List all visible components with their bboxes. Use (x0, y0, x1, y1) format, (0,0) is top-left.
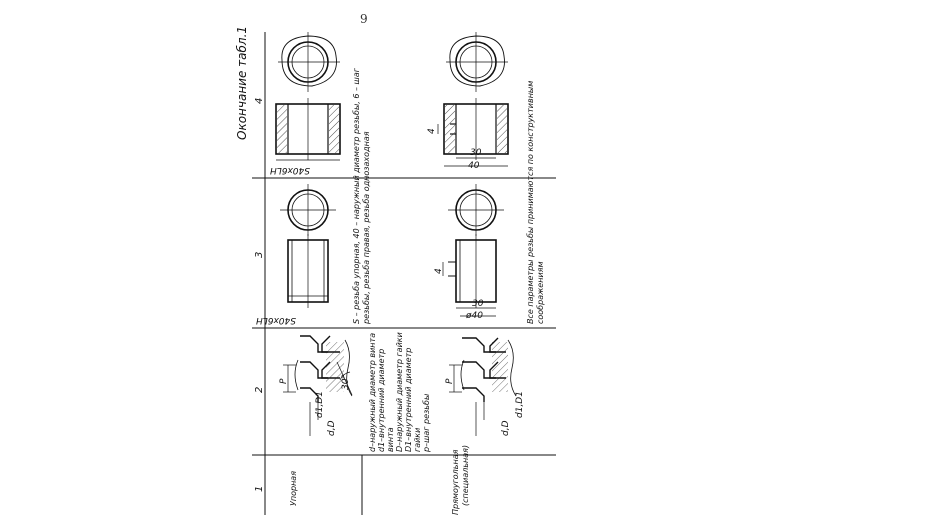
inner-dim-col3: 30 (472, 299, 484, 309)
screw-drawing-pryamougolnaya (442, 184, 504, 317)
row-upornaya: Упорная P 30° d1,D1 d,D d–наружный диаме… (256, 32, 431, 506)
column-number-1: 1 (254, 486, 265, 492)
row-pryamougolnaya: Прямоугольная (специальная) P d1,D1 d,D (427, 32, 545, 515)
row-name-upornaya: Упорная (289, 471, 298, 506)
note-line: Все параметры резьбы принимаются по конс… (526, 81, 535, 324)
angle-label-upornaya: 30° (341, 374, 351, 390)
rectangular-profile-hatch (492, 342, 508, 392)
legend-line: гайки (413, 428, 422, 452)
outer-diameter-label-pryamougolnaya: d,D (501, 420, 511, 436)
nut-hatch-left-2 (445, 105, 455, 153)
table-caption: Окончание табл.1 (235, 26, 249, 140)
page-number: 9 (360, 12, 368, 26)
column-number-3: 3 (254, 252, 265, 258)
height-dim-col4: 4 (427, 128, 437, 134)
pitch-label-upornaya: P (279, 378, 289, 384)
column-number-2: 2 (254, 387, 265, 393)
pitch-label-pryamougolnaya: P (445, 378, 455, 384)
inner-dim-col4: 30 (470, 148, 482, 158)
diameter-legend: d–наружный диаметр винта d1–внутренний д… (368, 332, 431, 453)
nut-drawing-upornaya (275, 32, 341, 161)
screw-drawing-upornaya (280, 184, 336, 308)
designation-col4: S40x6LH (270, 165, 310, 175)
note-line: S – резьба упорная, 40 – наружный диамет… (352, 67, 361, 324)
legend-line: p–шаг резьбы (422, 394, 431, 453)
column-number-4: 4 (254, 98, 265, 104)
height-dim-col3: 4 (434, 268, 444, 274)
buttress-profile-hatch (326, 342, 344, 392)
inner-diameter-label-upornaya: d1,D1 (315, 391, 325, 418)
outer-diameter-label-upornaya: d,D (327, 420, 337, 436)
outer-dim-col3: ø40 (465, 311, 483, 321)
row-name-pryamougolnaya-line2: (специальная) (461, 445, 470, 506)
legend-line: винта (386, 427, 395, 452)
nut-hatch-right (329, 105, 339, 153)
column-numbers: 4 3 2 1 (254, 98, 265, 492)
nut-hatch-right-2 (497, 105, 507, 153)
legend-line: D1–внутренний диаметр (404, 348, 413, 452)
outer-dim-col4: 40 (468, 161, 480, 171)
legend-line: d–наружный диаметр винта (368, 333, 377, 452)
table-grid (252, 32, 556, 515)
row-name-pryamougolnaya: Прямоугольная (451, 449, 460, 515)
note-line: резьбы, резьба правая, резьба однозаходн… (362, 131, 371, 325)
legend-line: d1–внутренний диаметр (377, 349, 386, 452)
legend-line: D–наружный диаметр гайки (395, 332, 404, 452)
inner-diameter-label-pryamougolnaya: d1,D1 (515, 391, 525, 418)
designation-col3: S40x6LH (256, 315, 296, 325)
note-line: соображениям (536, 261, 545, 324)
nut-drawing-pryamougolnaya (437, 32, 509, 167)
nut-hatch-left (277, 105, 287, 153)
